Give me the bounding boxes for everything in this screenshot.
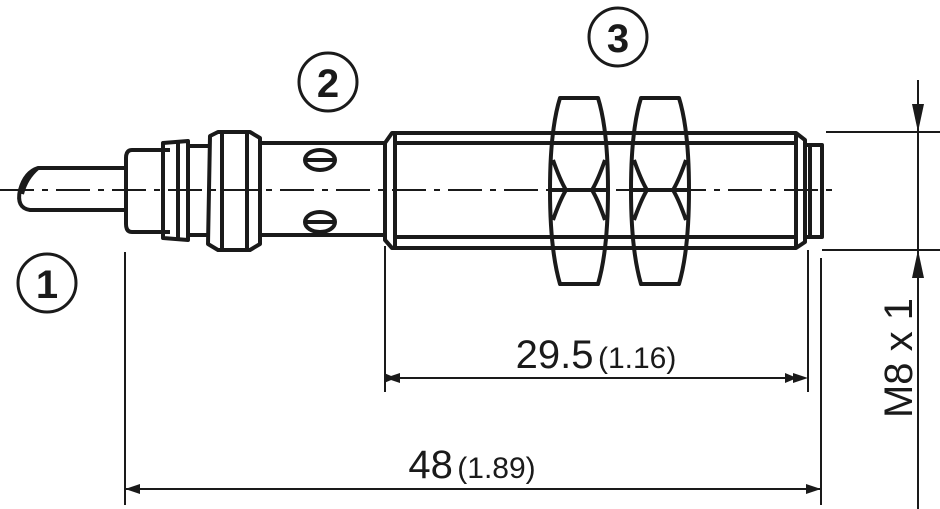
rear-housing <box>124 130 385 252</box>
callout-1: 1 <box>16 252 78 314</box>
callout-3: 3 <box>587 6 649 68</box>
cable <box>17 166 125 212</box>
nut-2 <box>629 96 691 286</box>
callout-2: 2 <box>297 51 359 113</box>
thread-size-label: M8 x 1 <box>877 298 921 418</box>
nut-1 <box>548 96 610 286</box>
svg-text:3: 3 <box>607 17 629 61</box>
svg-text:2: 2 <box>317 62 339 106</box>
svg-text:1: 1 <box>36 263 58 307</box>
screw-top-icon <box>303 148 337 172</box>
threaded-body <box>383 131 824 250</box>
screw-bottom-icon <box>303 210 337 234</box>
overall-length-label: 48 (1.89) <box>408 443 535 487</box>
thread-length-label: 29.5 (1.16) <box>516 333 677 377</box>
